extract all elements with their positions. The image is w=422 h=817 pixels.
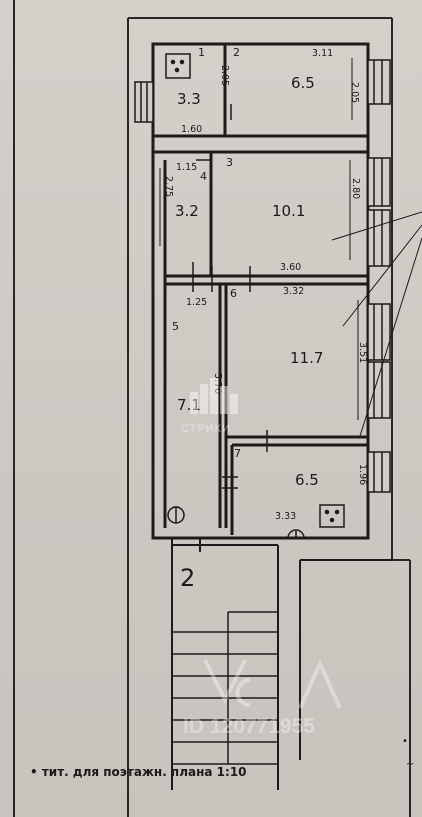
watermark-brand-glyph [203,659,342,709]
room-number-5: 5 [172,320,179,333]
room-area-7: 6.5 [295,471,319,489]
window-right-4 [367,303,391,361]
dim-3-60: 3.60 [280,262,301,273]
room-number-1: 1 [198,46,205,59]
window-left-1 [134,81,154,123]
room-number-6: 6 [230,287,237,300]
dimension-lines [159,58,359,420]
sink-icon [287,529,305,539]
edge-marks: • ~ [402,736,414,770]
dim-3-32: 3.32 [283,286,304,297]
dim-3-51: 3.51 [357,342,368,363]
dim-2-75: 2.75 [163,176,174,197]
watermark-bottom: ID 120771955 [183,659,342,738]
dim-1-96: 1.96 [357,464,368,485]
window-right-1 [367,59,391,105]
dim-1-25: 1.25 [186,297,207,308]
stove-icon [319,504,345,528]
dim-2-05-a: 2.05 [219,65,230,86]
watermark-center-text: СТРИКИ [181,423,231,435]
window-right-3 [367,209,391,267]
door-markers [192,104,268,489]
dim-2-80: 2.80 [350,178,361,199]
edge-mark-top: • [402,736,408,747]
stairwell [171,538,279,790]
dim-1-15: 1.15 [176,162,197,173]
building-icon [190,378,238,414]
room-area-3: 10.1 [272,202,305,220]
window-right-5 [367,361,391,419]
toilet-icon [165,53,191,79]
dim-3-33: 3.33 [275,511,296,522]
window-right-6 [367,451,391,493]
room-area-5: 7.1 [177,396,201,414]
room-numbers: 1 2 3 4 5 6 7 [172,46,241,460]
room-number-2: 2 [233,46,240,59]
room-areas: 3.3 6.5 10.1 3.2 7.1 11.7 6.5 [175,74,323,489]
room-area-1: 3.3 [177,90,201,108]
room-area-2: 6.5 [291,74,315,92]
room-area-4: 3.2 [175,202,199,220]
dim-3-11: 3.11 [312,48,333,59]
stair-label: 2 [180,564,195,592]
dimension-labels: 3.11 2.05 2.05 1.60 1.15 2.75 2.80 3.60 … [163,48,368,522]
lower-right-wall [299,559,392,760]
leader-lines [331,211,422,437]
dim-2-05-b: 2.05 [349,82,360,103]
windows [134,59,391,493]
heater-icon [167,506,185,524]
exterior-walls [151,42,370,540]
dim-1-60: 1.60 [181,124,202,135]
plan-caption: • тит. для поэтажн. плана 1:10 [30,765,247,779]
room-number-7: 7 [234,447,241,460]
room-number-3: 3 [226,156,233,169]
room-number-4: 4 [200,170,207,183]
watermark-id-text: ID 120771955 [183,715,315,738]
stair-steps [172,611,278,765]
watermark-logo: СТРИКИ [181,378,238,435]
fixtures [165,53,345,539]
room-area-6: 11.7 [290,349,323,367]
window-right-2 [367,157,391,207]
interior-walls [153,44,368,535]
edge-mark-bottom: ~ [406,759,414,770]
sheet-frame [13,0,411,817]
dim-5-70: 5.70 [212,373,223,394]
